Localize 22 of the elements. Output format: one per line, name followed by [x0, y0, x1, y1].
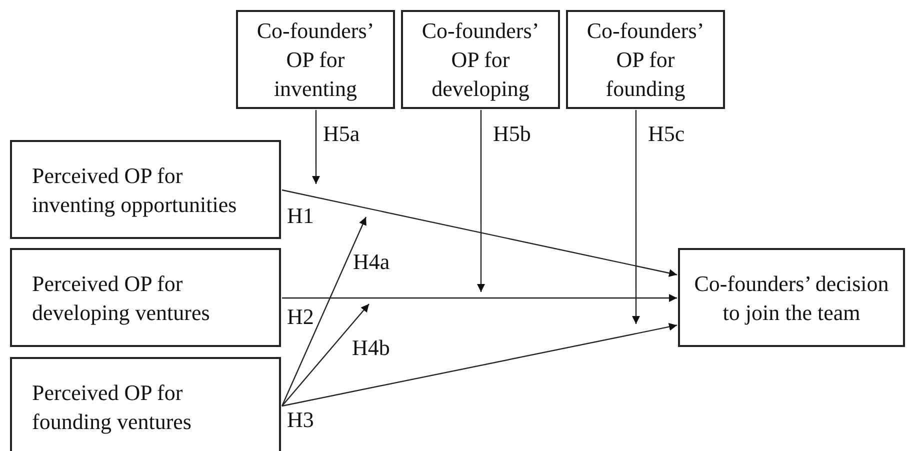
variable-box — [10, 140, 281, 239]
variable-box — [566, 10, 725, 109]
variable-box — [401, 10, 560, 109]
variable-text: Perceived OP for developing ventures — [32, 270, 211, 326]
variable-text: Perceived OP for inventing opportunities — [32, 162, 238, 218]
arrow — [282, 189, 678, 277]
moderation-arrow — [281, 216, 367, 406]
variable-box — [236, 10, 395, 109]
moderation-arrow — [632, 110, 640, 324]
variable-box — [10, 248, 281, 347]
variable-box — [10, 357, 281, 451]
arrow — [282, 294, 677, 302]
variable-text: Perceived OP for founding ventures — [32, 379, 192, 436]
variable-text: Co-founders’ OP for inventing — [256, 17, 376, 103]
moderation-arrow — [477, 110, 485, 292]
variable-box — [678, 248, 905, 347]
moderation-arrow — [312, 110, 320, 184]
variable-text: Co-founders’ OP for founding — [586, 17, 706, 103]
moderation-arrow — [282, 304, 370, 406]
variable-text: Co-founders’ OP for developing — [420, 17, 540, 103]
arrow — [282, 322, 678, 407]
variable-text: Co-founders’ decision to join the team — [693, 270, 890, 326]
